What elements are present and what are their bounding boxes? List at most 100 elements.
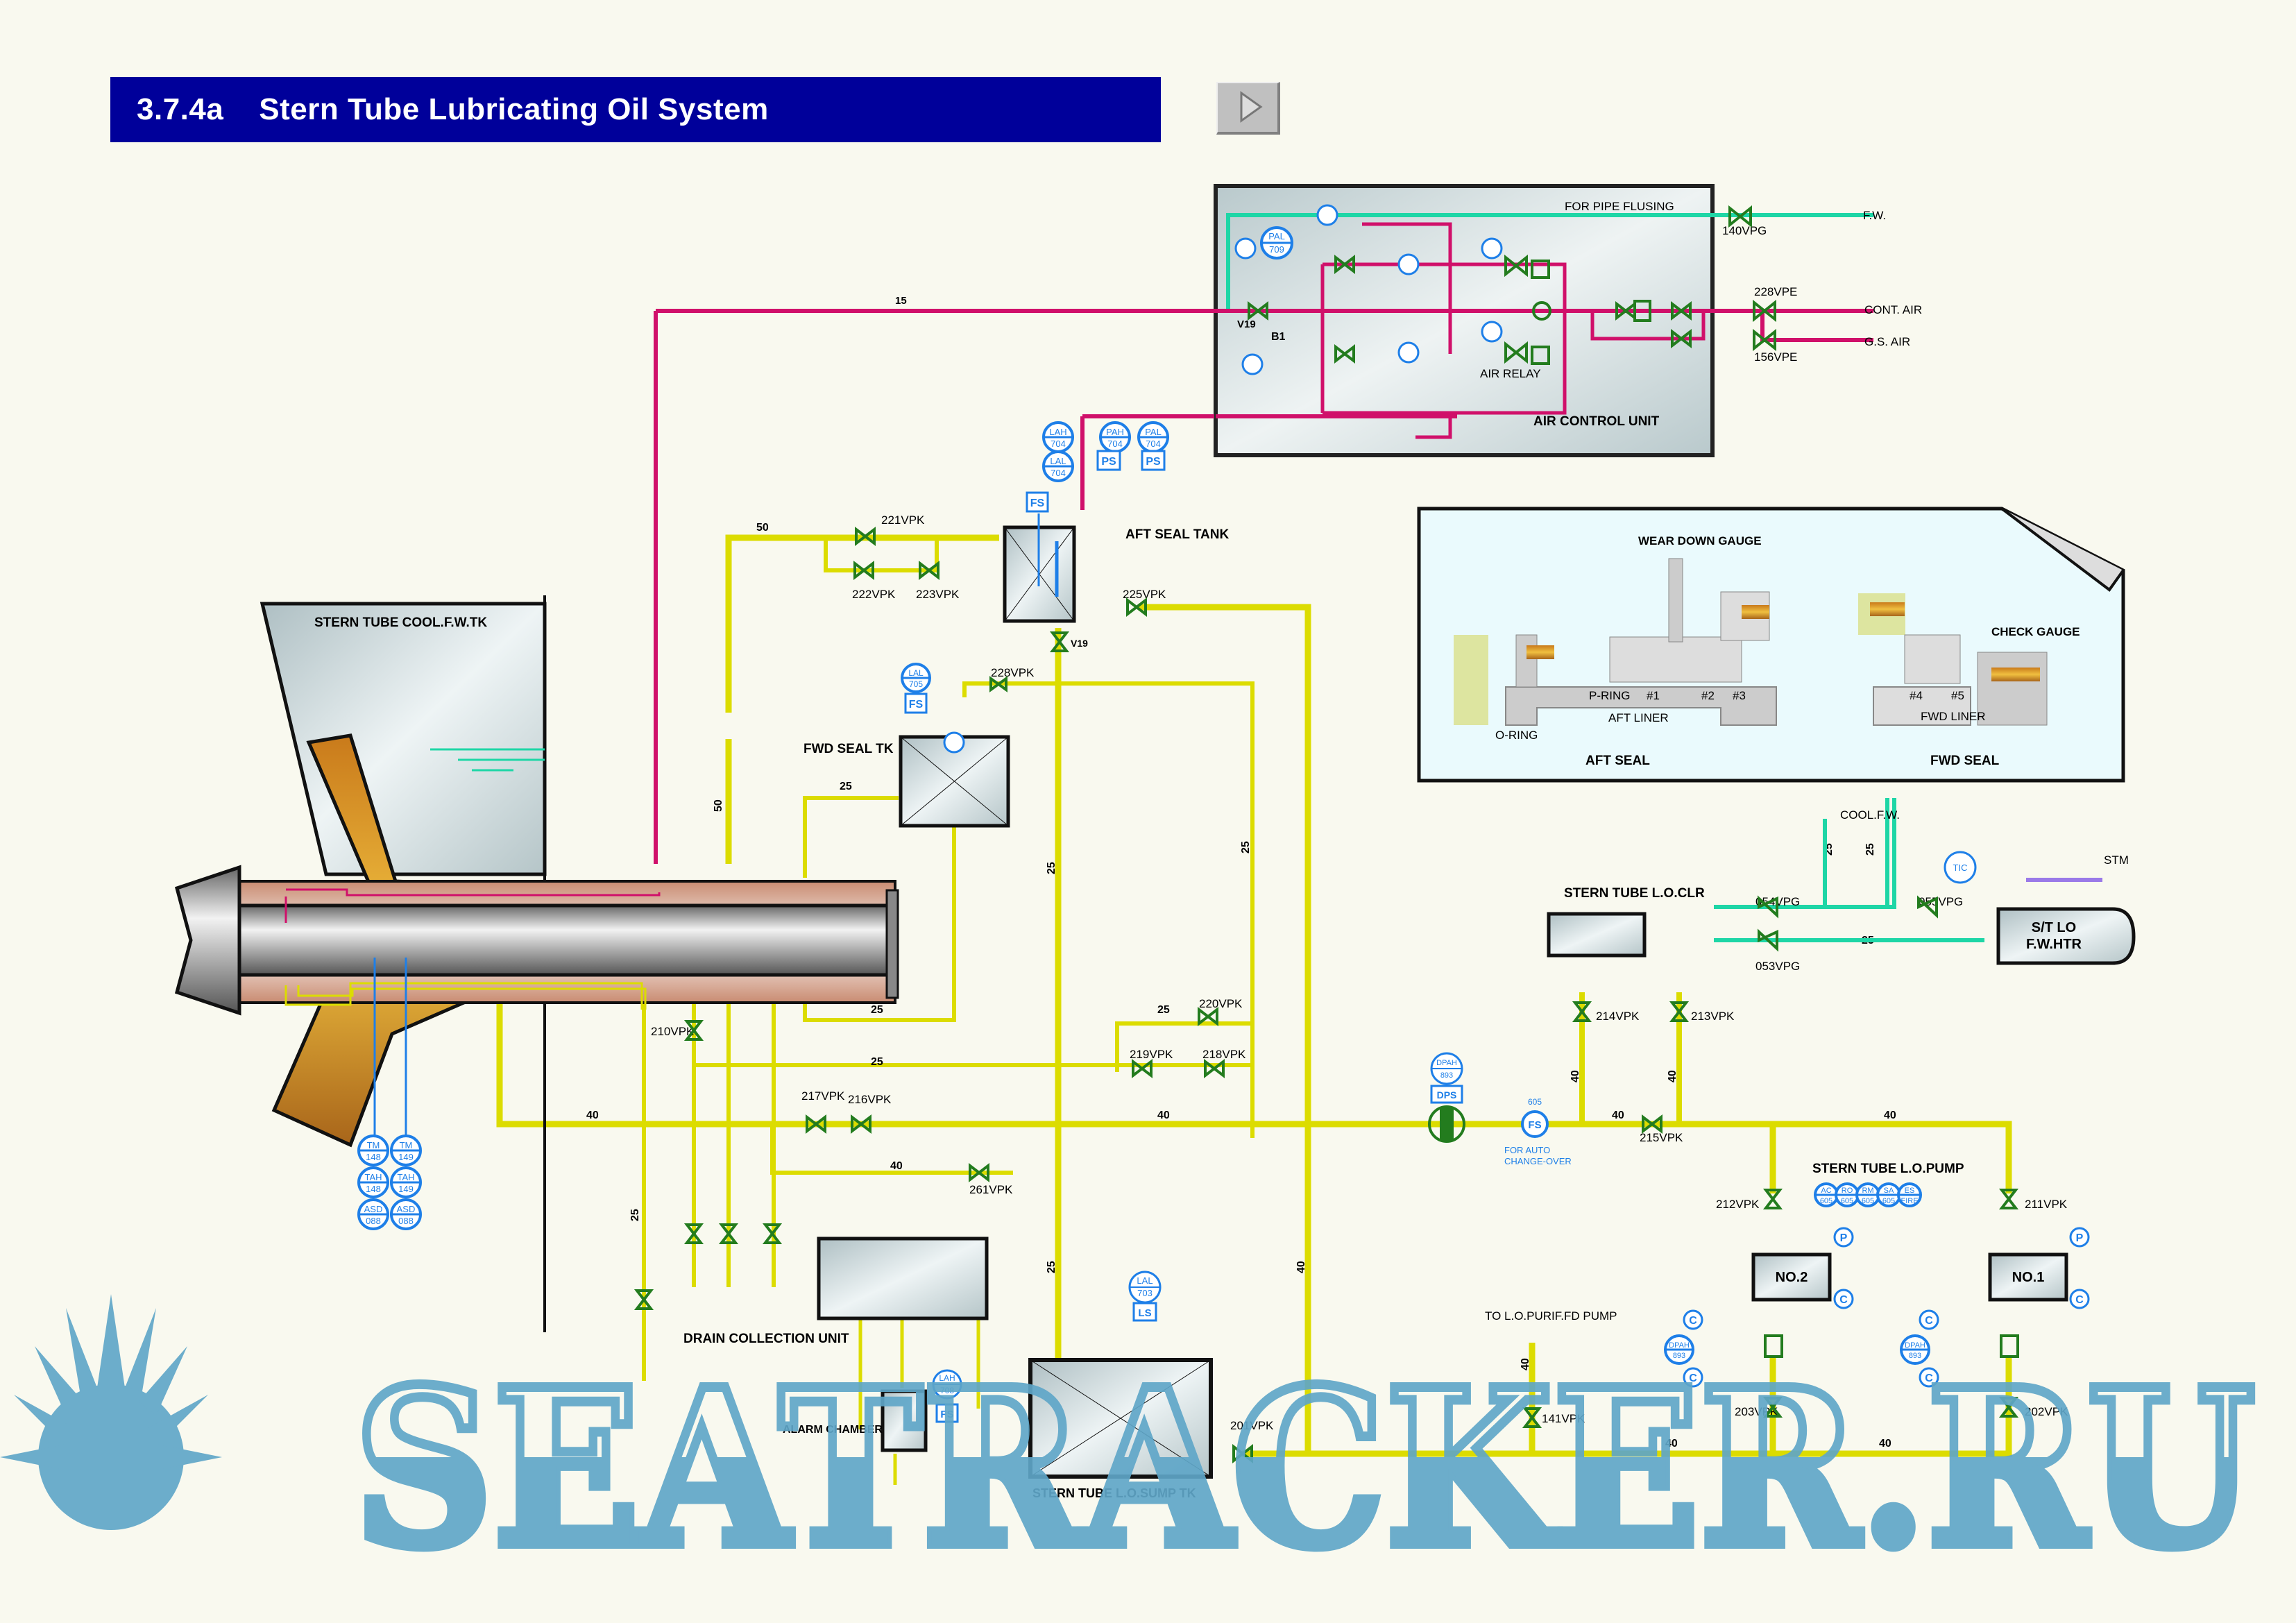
valve-053vpg-label: 053VPG [1755,960,1800,973]
drain-unit-label: DRAIN COLLECTION UNIT [683,1332,849,1346]
svg-text:AC: AC [1821,1187,1831,1195]
valve-225vpk-icon [1126,597,1147,618]
air-manifold [1320,262,1567,415]
fm-icon [1397,253,1420,275]
svg-text:605: 605 [1862,1197,1874,1205]
line-size-label: 40 [586,1110,599,1121]
valve-202vpk-label: 202VPK [2025,1405,2068,1418]
gs-air-label: G.S. AIR [1864,335,1910,348]
wear-down-gauge-shape [1668,558,1683,643]
water-level-icon [430,748,545,772]
valve-261vpk-icon [969,1162,989,1183]
valve-225vpk-label: 225VPK [1123,588,1166,601]
pump-no1-label: NO.1 [2012,1270,2045,1285]
valve-217vpk-icon [806,1114,826,1135]
fwd-seal-tank-label: FWD SEAL TK [803,742,894,756]
valve-223vpk-label: 223VPK [916,588,960,601]
svg-text:704: 704 [1051,468,1066,478]
svg-text:605: 605 [1841,1197,1853,1205]
valve-261vpk-label: 261VPK [969,1183,1013,1196]
valve-icon [1671,300,1692,321]
cont-air-label: CONT. AIR [1864,303,1922,316]
valve-219vpk-icon [1132,1058,1153,1079]
valve-202vpk-icon [1998,1397,2019,1418]
svg-text:FS: FS [940,1409,953,1420]
ps-box [1096,450,1121,471]
auto-changeover-label: CHANGE-OVER [1504,1156,1572,1166]
valve-055vpg-icon [1917,895,1938,919]
cool-fw-label: COOL.F.W. [1840,808,1900,822]
heater-label-1: S/T LO [2032,920,2076,935]
valve-214vpk-label: 214VPK [1596,1010,1640,1023]
valve-201vpk-label: 201VPK [1230,1419,1274,1432]
fwd-tank-overflow [962,681,1255,1138]
valve-201vpk-icon [1232,1443,1253,1464]
line-size-label: 40 [1570,1070,1581,1082]
b1-label: B1 [1271,331,1286,343]
line-size-label: 40 [1884,1110,1896,1121]
valve-141vpk-label: 141VPK [1542,1412,1585,1425]
pump-section-title: STERN TUBE L.O.PUMP [1812,1162,1964,1176]
sun-logo-icon [0,1294,222,1530]
svg-text:P: P [2076,1232,2084,1244]
drain-collection-unit: DRAIN COLLECTION UNIT [683,1237,989,1346]
page-curl-icon [2000,507,2125,592]
line-size-label: 40 [890,1160,903,1172]
title-bar: 3.7.4a Stern Tube Lubricating Oil System [110,77,1161,142]
auto-changeover-label: FOR AUTO [1504,1145,1550,1155]
svg-text:FIRE: FIRE [1900,1197,1918,1205]
drain-valve-icon [683,1223,783,1244]
flow-switch-icon [1521,1110,1549,1138]
svg-text:C: C [1689,1373,1697,1384]
next-page-button[interactable] [1216,82,1280,135]
line-size-label: 25 [1240,841,1252,853]
compound-gauge-icon: C [1919,1367,1939,1388]
pump-discharge-line [1520,1121,2012,1193]
valve-228vpk-icon [989,676,1007,692]
heater-label-2: F.W.HTR [2026,937,2082,952]
line-size-label: 40 [1667,1070,1678,1082]
svg-text:LAL: LAL [908,668,924,678]
valve-211vpk-icon [1998,1189,2019,1209]
fw-label: F.W. [1863,209,1886,222]
valve-211vpk-label: 211VPK [2025,1198,2068,1211]
svg-text:088: 088 [398,1216,414,1226]
alarm-chamber-label: ALARM CHAMBER [783,1424,883,1436]
pump-control-ac: AC 605 [1814,1182,1839,1207]
valve-v19-label: V19 [1071,638,1088,649]
svg-text:C: C [1925,1373,1933,1384]
fwd-seal-label: FWD SEAL [1930,754,2000,768]
watermark-text: SEATRACKER.RU [354,1343,2255,1595]
valve-222vpk-label: 222VPK [852,588,896,601]
ps-box [1141,450,1166,471]
svg-text:PS: PS [1146,456,1161,468]
valve-218vpk-icon [1204,1058,1225,1079]
air-control-unit-label: AIR CONTROL UNIT [1533,414,1660,429]
svg-text:FS: FS [1528,1119,1541,1131]
ring-1-label: #1 [1647,689,1660,702]
svg-text:LAL: LAL [1137,1275,1153,1286]
svg-text:FS: FS [1030,498,1045,509]
valve-156vpe-label: 156VPE [1754,350,1797,364]
svg-text:DPAH: DPAH [1436,1059,1457,1067]
valve-228vpe-label: 228VPE [1754,285,1797,298]
line-size-label: 40 [1295,1261,1307,1273]
valve-216vpk-label: 216VPK [848,1093,892,1106]
check-gauge-label: CHECK GAUGE [1991,625,2080,638]
svg-text:PS: PS [1101,456,1116,468]
pressure-gauge-icon [1481,237,1503,260]
watermark: SEATRACKER.RU SEATRACKER.RU [0,1294,2260,1600]
valve-215vpk-icon [1642,1114,1663,1135]
valve-223vpk-icon [919,560,939,581]
svg-text:605: 605 [1820,1197,1832,1205]
